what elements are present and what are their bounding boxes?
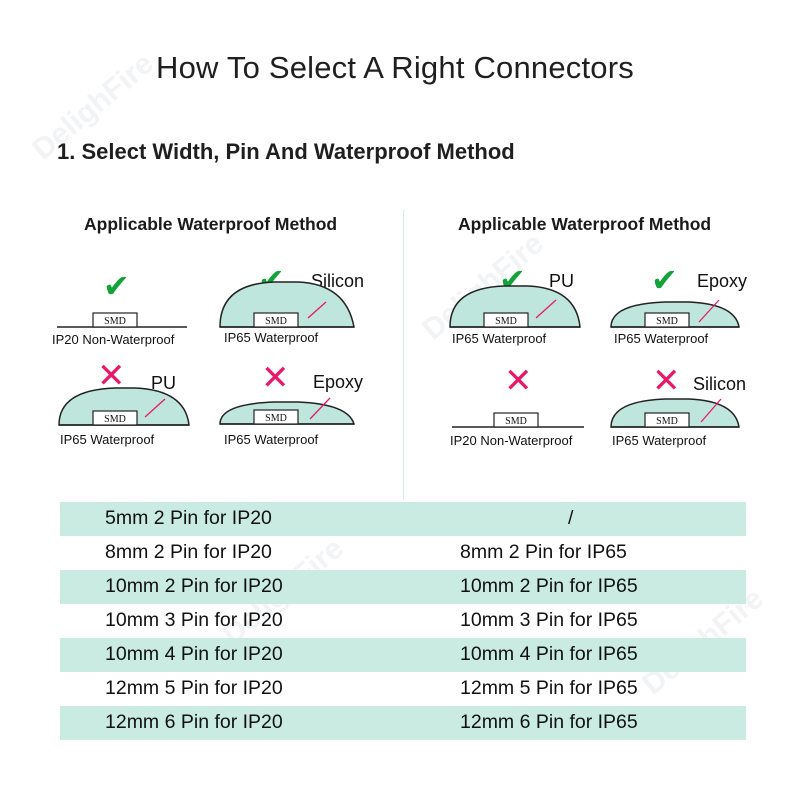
table-cell-ip20: 10mm 3 Pin for IP20 <box>105 609 283 631</box>
tile-caption: IP65 Waterproof <box>614 331 709 346</box>
cross-icon: ✕ <box>504 362 533 400</box>
material-label: Silicon <box>693 374 747 394</box>
table-cell-ip65: 10mm 2 Pin for IP65 <box>460 575 638 597</box>
coated-strip-diagram: SMD <box>219 397 356 425</box>
tile-caption: IP65 Waterproof <box>612 433 707 448</box>
tile-caption: IP65 Waterproof <box>224 432 319 447</box>
tile-caption: IP20 Non-Waterproof <box>52 332 175 347</box>
tile-caption: IP65 Waterproof <box>452 331 547 346</box>
table-cell-ip20: 8mm 2 Pin for IP20 <box>105 541 272 563</box>
coated-strip-diagram: SMD <box>449 285 581 328</box>
svg-text:SMD: SMD <box>505 416 527 427</box>
material-label: PU <box>151 373 177 393</box>
flat-strip-diagram: SMD <box>57 312 187 328</box>
left-column-heading: Applicable Waterproof Method <box>84 214 338 234</box>
method-tile-silicon: ✔ Silicon SMD IP65 Waterproof <box>218 262 378 362</box>
svg-text:SMD: SMD <box>656 416 678 427</box>
table-row: 12mm 6 Pin for IP20 12mm 6 Pin for IP65 <box>60 706 746 740</box>
svg-text:SMD: SMD <box>495 316 517 327</box>
coated-strip-diagram: SMD <box>610 299 740 328</box>
tile-caption: IP20 Non-Waterproof <box>450 433 573 448</box>
table-row: 10mm 2 Pin for IP20 10mm 2 Pin for IP65 <box>60 570 746 604</box>
material-label: Epoxy <box>313 372 364 392</box>
table-cell-ip20: 5mm 2 Pin for IP20 <box>105 507 272 529</box>
connector-table: 5mm 2 Pin for IP20 / 8mm 2 Pin for IP20 … <box>60 502 746 740</box>
method-tile-pu: ✔ PU SMD IP65 Waterproof <box>448 262 608 362</box>
svg-text:SMD: SMD <box>656 316 678 327</box>
section-title: 1. Select Width, Pin And Waterproof Meth… <box>57 139 515 164</box>
right-column-heading: Applicable Waterproof Method <box>458 214 712 234</box>
column-divider <box>403 210 404 500</box>
table-cell-ip65: 8mm 2 Pin for IP65 <box>460 541 627 563</box>
table-cell-ip65: 10mm 4 Pin for IP65 <box>460 643 638 665</box>
svg-text:SMD: SMD <box>265 413 287 424</box>
cross-icon: ✕ <box>261 359 290 397</box>
table-cell-ip65: 12mm 5 Pin for IP65 <box>460 677 638 699</box>
table-cell-ip65: / <box>568 507 574 529</box>
svg-text:SMD: SMD <box>265 316 287 327</box>
flat-strip-diagram: SMD <box>452 412 584 428</box>
cross-icon: ✕ <box>652 362 681 400</box>
check-icon: ✔ <box>103 268 130 304</box>
coated-strip-diagram: SMD <box>58 387 190 426</box>
method-tile-pu: ✕ PU SMD IP65 Waterproof <box>57 359 217 460</box>
coated-strip-diagram: SMD <box>610 398 740 428</box>
svg-text:SMD: SMD <box>104 414 126 425</box>
method-tile-ip20: ✕ SMD IP20 Non-Waterproof <box>450 362 610 465</box>
material-label: PU <box>549 271 575 291</box>
table-cell-ip65: 12mm 6 Pin for IP65 <box>460 711 638 733</box>
table-row: 5mm 2 Pin for IP20 / <box>60 502 746 536</box>
method-tile-silicon: ✕ Silicon SMD IP65 Waterproof <box>609 362 769 465</box>
coated-strip-diagram: SMD <box>219 281 355 328</box>
table-cell-ip65: 10mm 3 Pin for IP65 <box>460 609 638 631</box>
table-row: 12mm 5 Pin for IP20 12mm 5 Pin for IP65 <box>60 672 746 706</box>
material-label: Epoxy <box>697 271 748 291</box>
table-cell-ip20: 10mm 4 Pin for IP20 <box>105 643 283 665</box>
table-cell-ip20: 10mm 2 Pin for IP20 <box>105 575 283 597</box>
table-row: 10mm 4 Pin for IP20 10mm 4 Pin for IP65 <box>60 638 746 672</box>
table-cell-ip20: 12mm 5 Pin for IP20 <box>105 677 283 699</box>
table-row: 8mm 2 Pin for IP20 8mm 2 Pin for IP65 <box>60 536 746 570</box>
method-tile-epoxy: ✕ Epoxy SMD IP65 Waterproof <box>218 359 378 462</box>
page-title: How To Select A Right Connectors <box>156 50 634 85</box>
tile-caption: IP65 Waterproof <box>60 432 155 447</box>
check-icon: ✔ <box>651 262 678 298</box>
table-cell-ip20: 12mm 6 Pin for IP20 <box>105 711 283 733</box>
tile-caption: IP65 Waterproof <box>224 330 319 345</box>
svg-text:SMD: SMD <box>104 316 126 327</box>
table-row: 10mm 3 Pin for IP20 10mm 3 Pin for IP65 <box>60 604 746 638</box>
method-tile-ip20: ✔ SMD IP20 Non-Waterproof <box>52 268 215 368</box>
material-label: Silicon <box>311 271 365 291</box>
method-tile-epoxy: ✔ Epoxy SMD IP65 Waterproof <box>609 262 769 362</box>
